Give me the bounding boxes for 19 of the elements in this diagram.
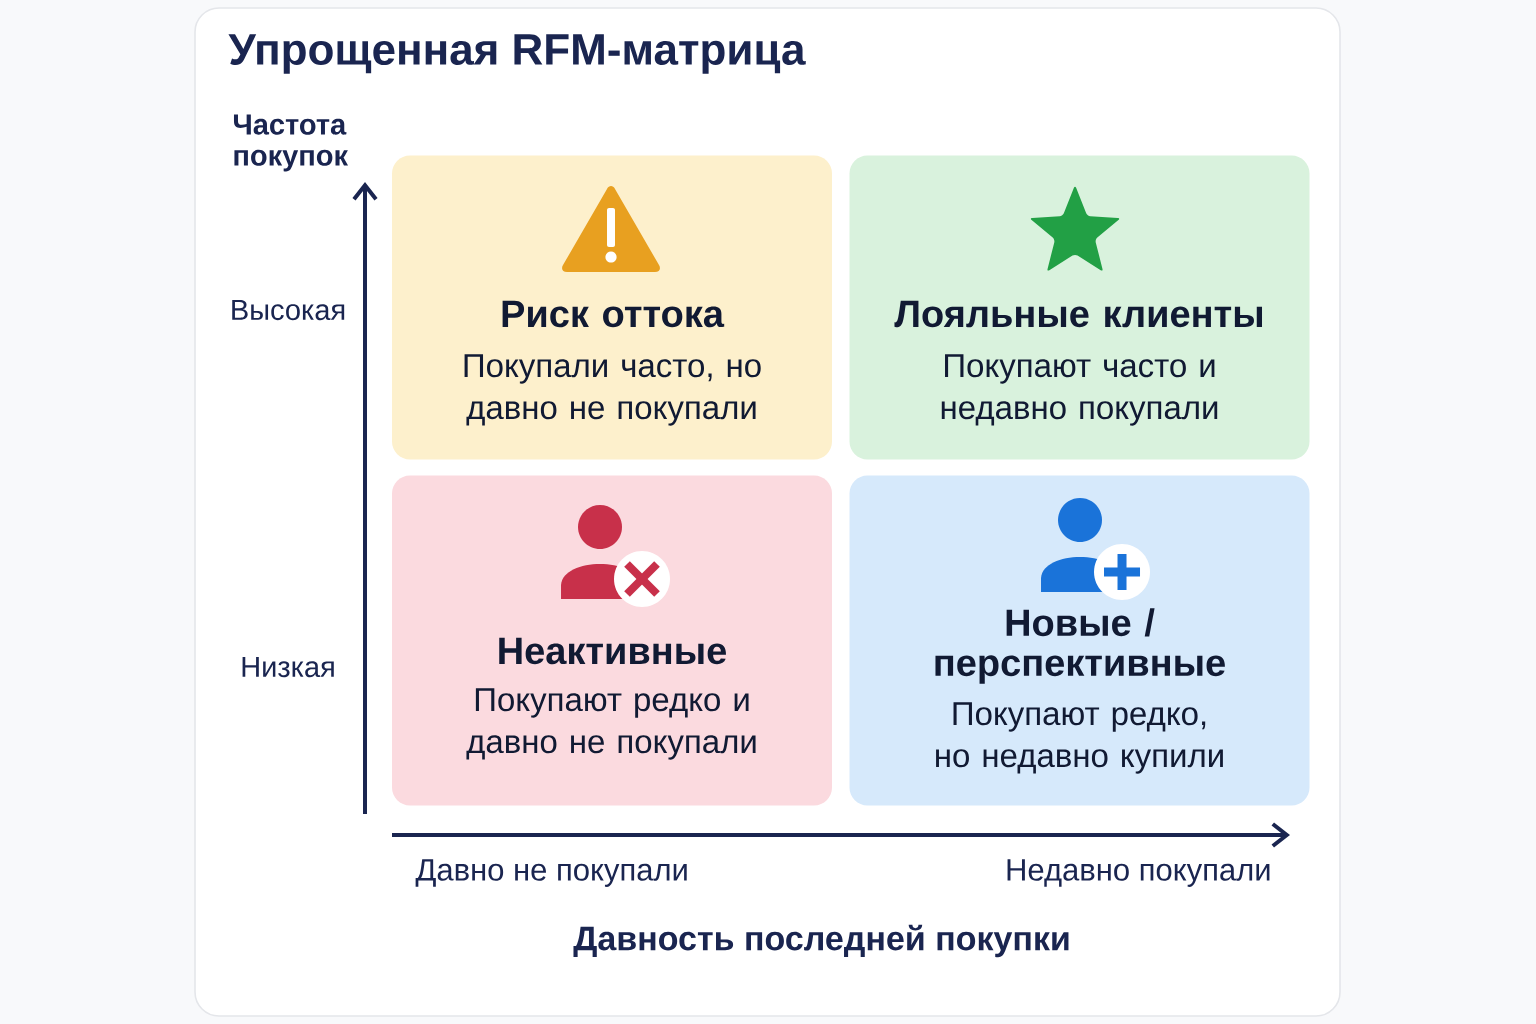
quadrant-box — [392, 475, 832, 806]
segment-title: Риск оттока — [502, 300, 725, 328]
title: Упрощенная RFM-матрица — [228, 34, 806, 74]
quadrant-box — [392, 155, 832, 460]
quadrant-box — [849, 475, 1310, 806]
segment-description: Покупают редко и давно не покупали — [466, 688, 756, 760]
segment-description: Покупают часто и недавно покупали — [941, 354, 1218, 426]
axis-label: Высокая — [232, 299, 345, 321]
axis-title: Частота покупок — [233, 114, 348, 172]
segment-title: Неактивные — [499, 637, 726, 665]
axis-label: Недавно покупали — [1007, 859, 1270, 887]
segment-title: Новые / перспективные — [935, 608, 1225, 684]
segment-title: Лояльные клиенты — [894, 300, 1262, 328]
axis-title: Давность последней покупки — [573, 924, 1069, 958]
quadrant-box — [849, 155, 1310, 460]
segment-description: Покупают редко, но недавно купили — [936, 702, 1223, 774]
axis-label: Давно не покупали — [415, 859, 687, 887]
axis-label: Низкая — [242, 656, 334, 678]
segment-description: Покупали часто, но давно не покупали — [464, 354, 761, 426]
